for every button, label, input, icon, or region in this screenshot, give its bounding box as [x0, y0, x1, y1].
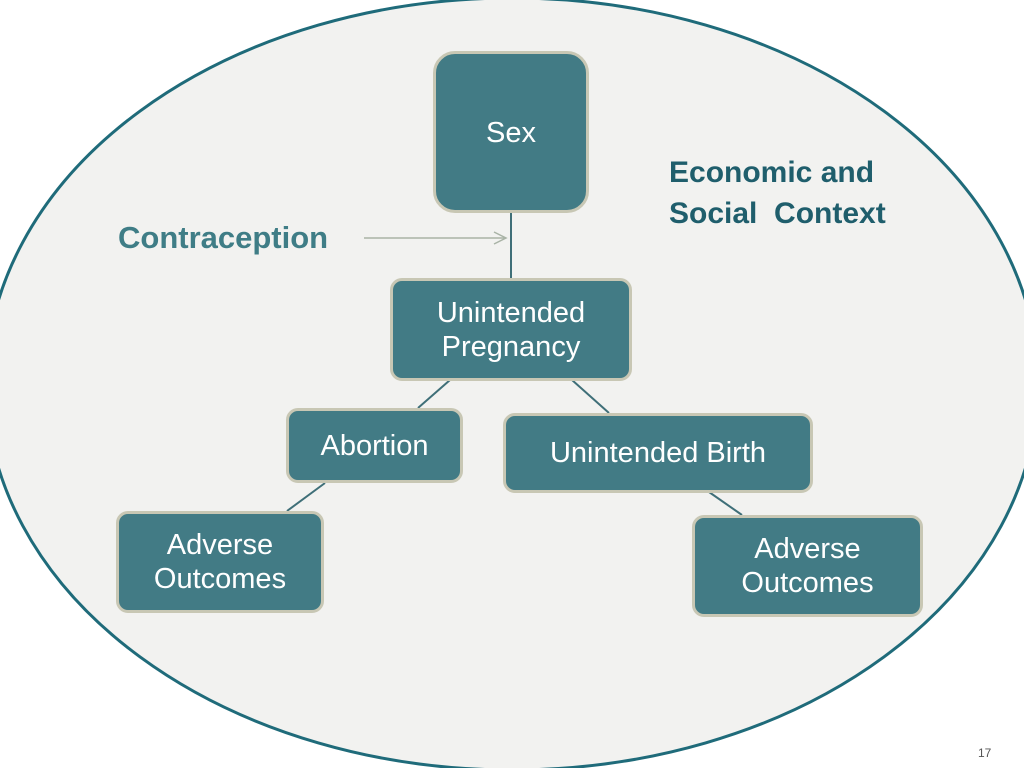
connector-pregnancy-abortion	[417, 379, 451, 409]
connector-birth-adverse	[708, 491, 743, 516]
contraception-arrow-head	[493, 231, 508, 245]
economic-social-context-label: Economic and Social Context	[669, 156, 886, 230]
page-number: 17	[978, 746, 992, 760]
connector-abortion-adverse	[286, 482, 326, 512]
node-unintended-birth: Unintended Birth	[503, 413, 813, 493]
node-adverse-outcomes-right: Adverse Outcomes	[692, 515, 923, 617]
contraception-label: Contraception	[118, 220, 329, 255]
node-sex: Sex	[433, 51, 589, 213]
connector-pregnancy-birth	[571, 379, 610, 414]
node-adverse-outcomes-left: Adverse Outcomes	[116, 511, 324, 613]
node-abortion: Abortion	[286, 408, 463, 483]
node-unintended-pregnancy: Unintended Pregnancy	[390, 278, 632, 381]
